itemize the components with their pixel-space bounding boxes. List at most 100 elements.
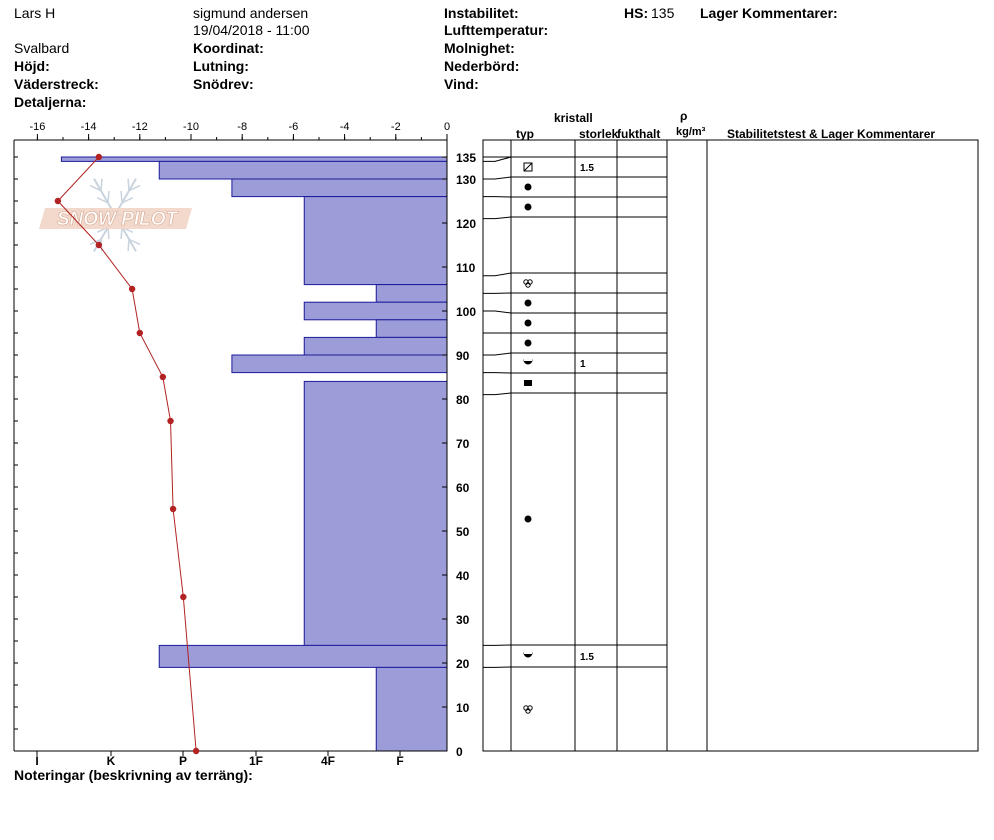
label-nederbord: Nederbörd: [444,58,520,74]
hardness-label-1F: 1F [249,754,263,768]
hardness-label-K: K [107,754,116,768]
hardness-label-I: I [35,754,38,768]
header-density-unit: kg/m³ [676,126,706,138]
layer-connector-134 [483,156,512,162]
label-instabilitet: Instabilitet: [444,5,519,21]
temperature-point-0 [95,153,103,161]
height-tick-label-135: 135 [456,151,476,165]
hardness-label-4F: 4F [321,754,335,768]
label-snodrev: Snödrev: [193,76,254,92]
layer-table-frame [482,139,979,752]
height-tick-label-30: 30 [456,613,470,627]
height-tick-label-70: 70 [456,437,470,451]
watermark-flake-branch [96,197,109,204]
temperature-point-6 [167,417,174,425]
watermark-flake-branch [120,190,123,203]
height-tick-label-130: 130 [456,173,476,187]
height-tick-label-90: 90 [456,349,470,363]
watermark-flake-branch [127,239,130,252]
grain-facet-icon-1 [523,162,533,172]
watermark-flake-branch [107,227,110,240]
height-tick-label-50: 50 [456,525,470,539]
header-kristall: kristall [554,111,593,125]
temp-tick-label-0: 0 [444,121,450,133]
hardness-bar-12 [375,666,448,752]
layer-connector-81 [483,392,512,396]
watermark-flake-branch [121,197,134,204]
grain-rounded-icon-10 [524,515,532,523]
snowpilot-watermark: SNOW PILOT [39,178,192,252]
height-tick-label-100: 100 [456,305,476,319]
hardness-bar-0 [60,156,448,162]
temp-tick-label--16: -16 [29,121,45,133]
label-lutning: Lutning: [193,58,249,74]
hardness-bar-1 [158,160,448,180]
hardness-bar-2 [231,178,448,198]
header-stability: Stabilitetstest & Lager Kommentarer [727,127,936,141]
hardness-bar-6 [375,319,448,338]
grain-rounded-icon-5 [524,299,532,307]
label-koordinat: Koordinat: [193,40,264,56]
temperature-point-8 [180,593,187,601]
watermark-flake-branch [120,227,123,240]
layer-connector-100 [483,310,512,314]
grain-decomposing-icon-c-12 [525,708,531,714]
label-lufttemperatur: Lufttemperatur: [444,22,549,38]
temperature-point-4 [136,329,143,337]
height-tick-label-80: 80 [456,393,470,407]
hardness-bar-7 [303,336,448,356]
watermark-flake-branch [89,184,102,192]
grain-size-11: 1.5 [580,652,594,663]
hardness-label-F: F [396,754,403,768]
temp-tick-label--14: -14 [81,121,97,133]
header-fukthalt: fukthalt [617,127,661,141]
author-name: sigmund andersen [193,5,309,21]
hardness-bar-11 [158,644,448,668]
height-tick-label-120: 120 [456,217,476,231]
watermark-banner [39,208,192,229]
height-tick-label-40: 40 [456,569,470,583]
watermark-text: SNOW PILOT [57,209,179,230]
temperature-point-3 [128,285,136,293]
watermark-flake-branch [107,190,110,203]
watermark-flake-branch [100,178,103,191]
height-tick-label-0: 0 [456,745,463,759]
grain-meltfreeze-gap-8 [524,359,532,361]
grain-rounded-icon-6 [524,319,532,327]
temperature-point-5 [159,373,167,381]
grain-size-8: 1 [580,359,586,370]
height-tick-label-10: 10 [456,701,470,715]
grain-meltfreeze-gap-11 [524,652,532,654]
temp-tick-label--4: -4 [340,121,350,133]
watermark-flake-branch [127,178,130,191]
hs-value: 135 [651,5,675,21]
label-vind: Vind: [444,76,479,92]
height-tick-label-110: 110 [456,261,476,275]
watermark-flake-branch [128,184,141,192]
temp-tick-label--10: -10 [183,121,199,133]
label-molnighet: Molnighet: [444,40,515,56]
grain-rounded-icon-2 [524,183,532,191]
label-hs: HS: [624,5,649,21]
grain-facet-diag-1 [523,162,533,172]
grain-decomposing-icon-c-4 [525,282,531,288]
layer-connector-121 [483,216,512,220]
temp-tick-label--8: -8 [237,121,247,133]
datetime: 19/04/2018 - 11:00 [193,22,310,38]
observer-name: Lars H [14,5,56,21]
header-typ: typ [516,127,534,141]
label-lager-kommentarer: Lager Kommentarer: [700,5,838,21]
hardness-bar-8 [231,354,448,374]
header-storlek: storlek [579,127,619,141]
layer-connector-130 [483,176,512,180]
notes-label: Noteringar (beskrivning av terräng): [14,767,253,783]
grain-rounded-icon-7 [524,339,532,347]
hardness-label-P: P [179,754,187,768]
layer-connector-108 [483,272,512,277]
temperature-point-2 [95,241,103,249]
height-tick-label-20: 20 [456,657,470,671]
grain-rounded-icon-3 [524,203,532,211]
temp-tick-label--6: -6 [289,121,299,133]
region: Svalbard [14,40,70,56]
